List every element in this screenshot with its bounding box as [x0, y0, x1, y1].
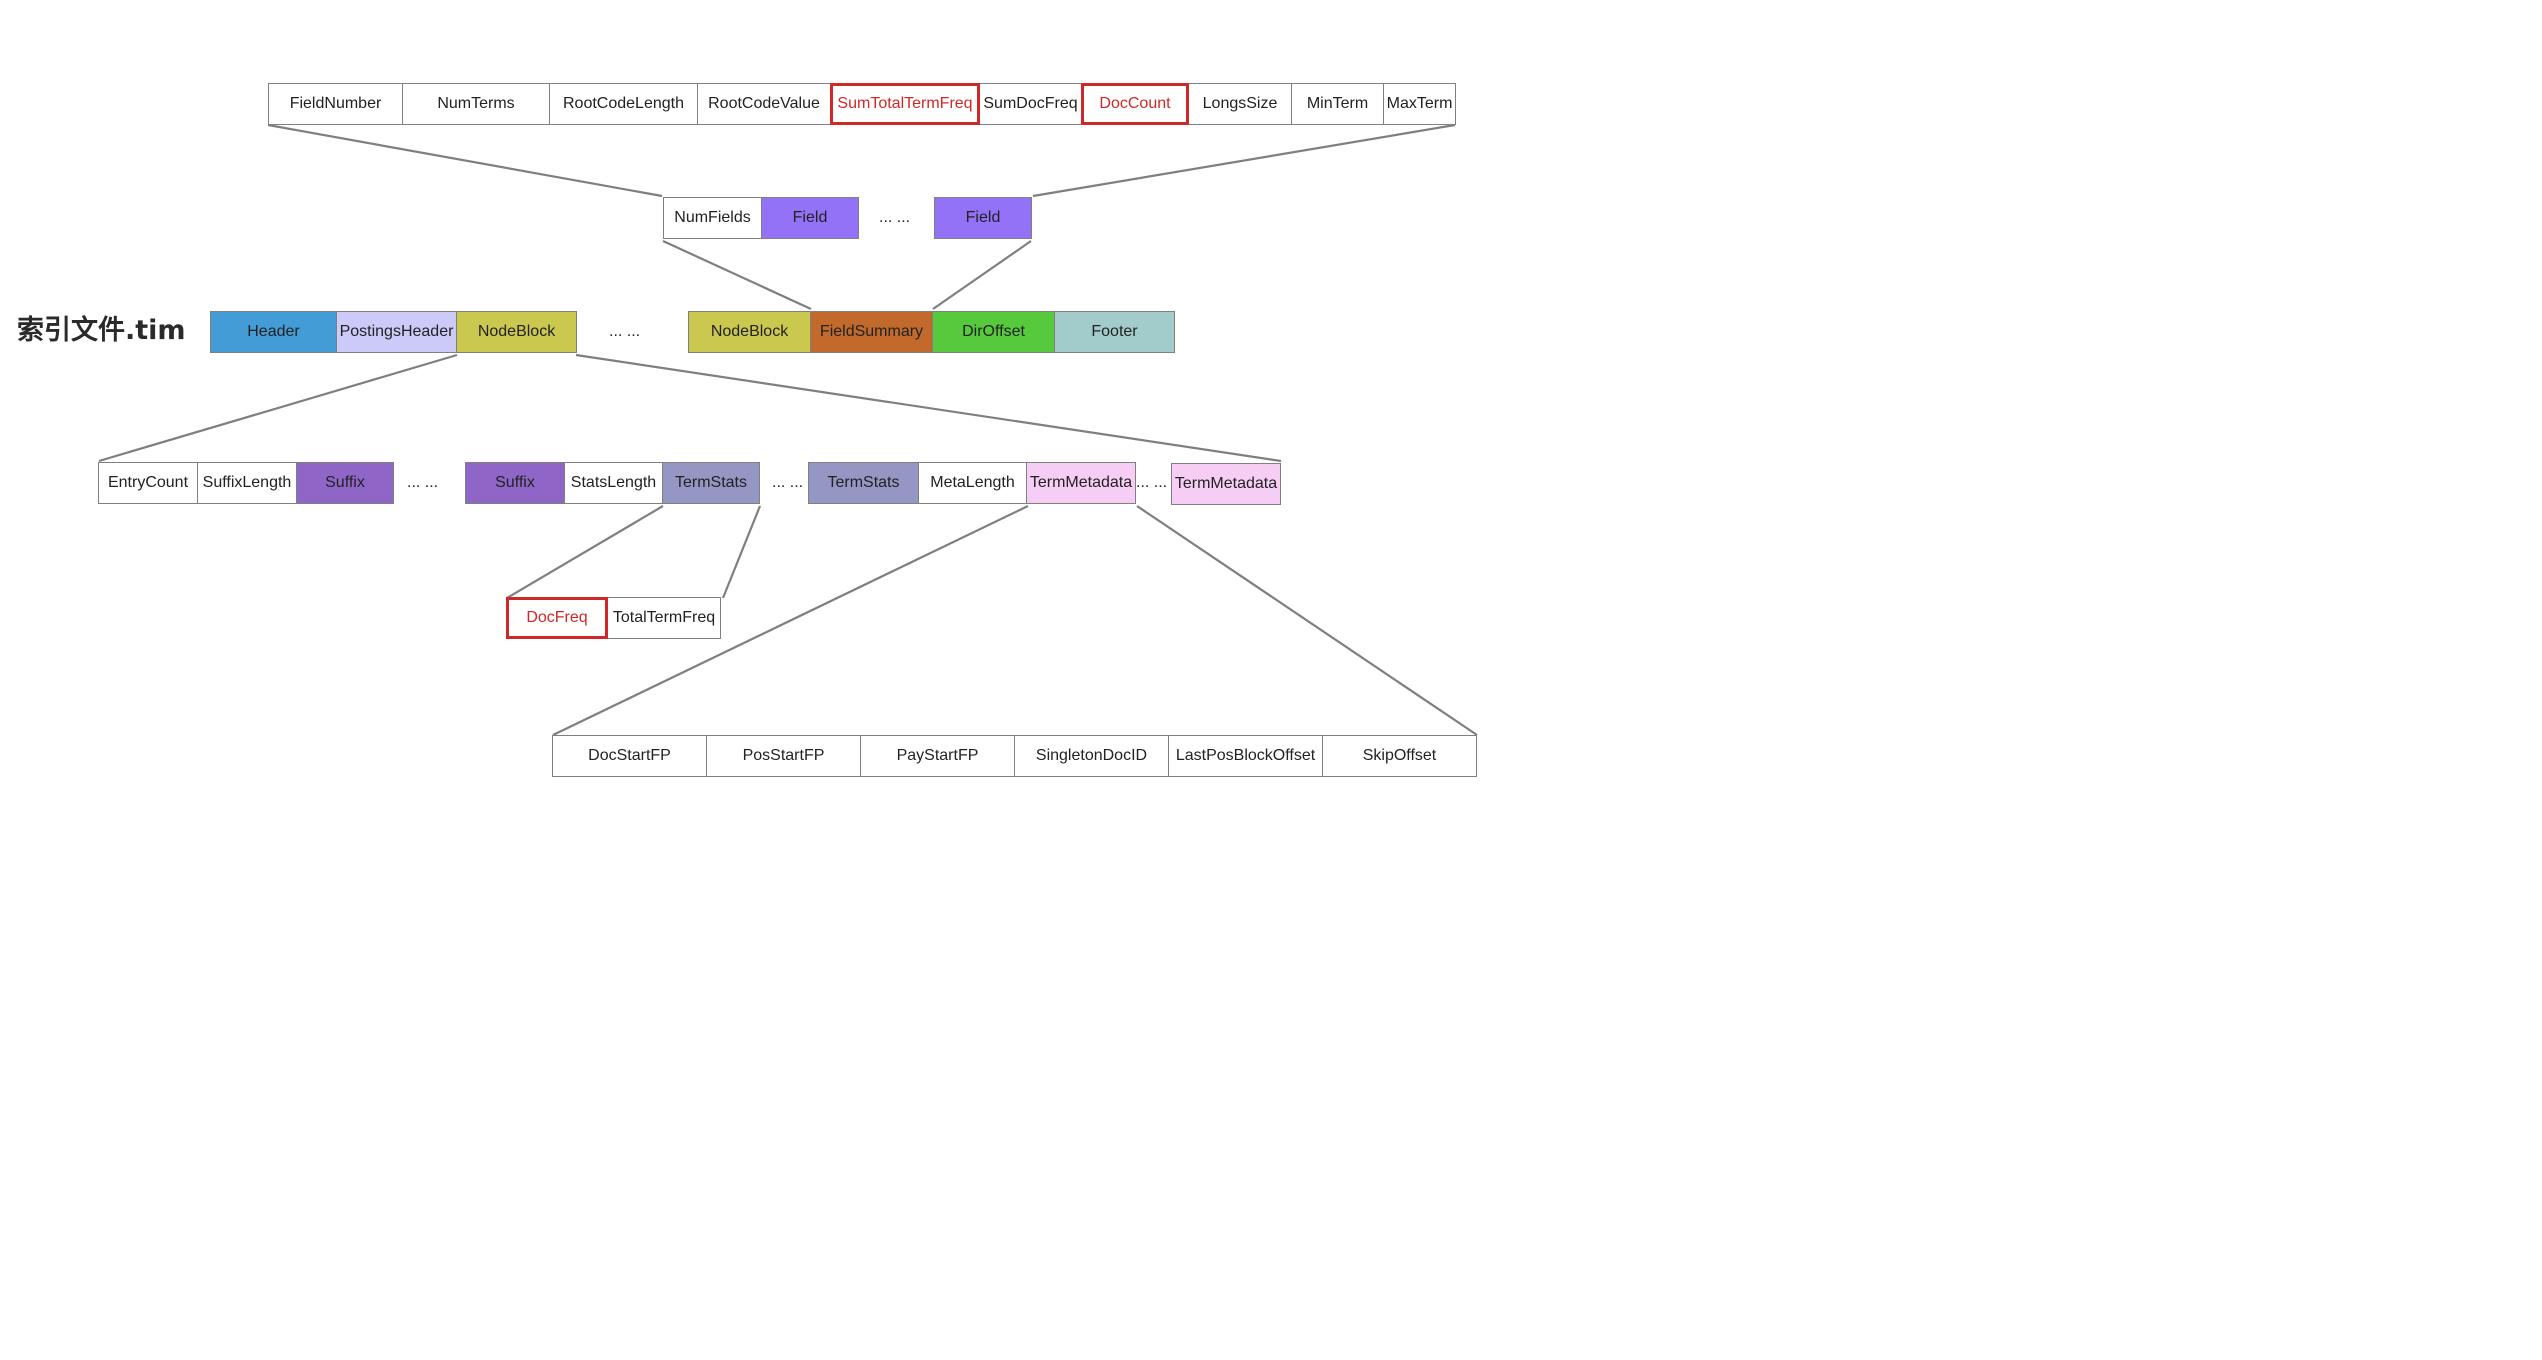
num-fields-cell: NumFields	[663, 197, 762, 239]
connector-lines	[98, 123, 1478, 736]
doc-count-cell: DocCount	[1081, 83, 1189, 125]
term-metadata-cell: TermMetadata	[1171, 463, 1281, 505]
entry-count-cell: EntryCount	[98, 462, 198, 504]
doc-freq-cell: DocFreq	[506, 597, 608, 639]
field-cell: Field	[761, 197, 859, 239]
connector-line	[267, 123, 663, 198]
node-block-detail-row-mid: Suffix StatsLength TermStats	[465, 462, 760, 504]
connector-line	[552, 505, 1029, 736]
skip-offset-cell: SkipOffset	[1322, 735, 1477, 777]
pay-start-fp-cell: PayStartFP	[860, 735, 1015, 777]
connector-line	[662, 240, 812, 310]
term-metadata-detail-row: DocStartFP PosStartFP PayStartFP Singlet…	[552, 735, 1477, 777]
suffix-length-cell: SuffixLength	[197, 462, 297, 504]
field-summary-detail-row: FieldNumber NumTerms RootCodeLength Root…	[268, 83, 1456, 125]
ellipsis: ... ...	[772, 474, 804, 491]
max-term-cell: MaxTerm	[1383, 83, 1456, 125]
meta-length-cell: MetaLength	[918, 462, 1027, 504]
field-number-cell: FieldNumber	[268, 83, 403, 125]
file-label: 索引文件.tim	[17, 315, 186, 346]
header-cell: Header	[210, 311, 337, 353]
suffix-cell: Suffix	[465, 462, 565, 504]
doc-start-fp-cell: DocStartFP	[552, 735, 707, 777]
node-block-cell: NodeBlock	[688, 311, 811, 353]
tim-file-row: Header PostingsHeader NodeBlock	[210, 311, 577, 353]
ellipsis: ... ...	[407, 474, 439, 491]
ellipsis: ... ...	[879, 209, 911, 226]
min-term-cell: MinTerm	[1291, 83, 1384, 125]
connector-line	[1136, 505, 1478, 736]
total-term-freq-cell: TotalTermFreq	[607, 597, 721, 639]
node-block-detail-row-tail: TermStats MetaLength TermMetadata	[808, 462, 1136, 504]
dir-offset-cell: DirOffset	[932, 311, 1055, 353]
tim-file-structure-diagram: FieldNumber NumTerms RootCodeLength Root…	[0, 0, 1552, 826]
field-summary-cell: FieldSummary	[810, 311, 933, 353]
term-metadata-cell: TermMetadata	[1026, 462, 1136, 504]
root-code-length-cell: RootCodeLength	[549, 83, 698, 125]
connector-line	[506, 505, 664, 599]
ellipsis: ... ...	[609, 323, 641, 340]
root-code-value-cell: RootCodeValue	[697, 83, 831, 125]
last-pos-block-offset-cell: LastPosBlockOffset	[1168, 735, 1323, 777]
node-block-detail-row: EntryCount SuffixLength Suffix	[98, 462, 394, 504]
connector-line	[575, 353, 1282, 463]
suffix-cell: Suffix	[296, 462, 394, 504]
footer-cell: Footer	[1054, 311, 1175, 353]
singleton-doc-id-cell: SingletonDocID	[1014, 735, 1169, 777]
connector-line	[932, 240, 1032, 310]
pos-start-fp-cell: PosStartFP	[706, 735, 861, 777]
connector-line	[721, 505, 762, 599]
term-stats-cell: TermStats	[662, 462, 760, 504]
connector-line	[98, 353, 458, 463]
sum-doc-freq-cell: SumDocFreq	[979, 83, 1082, 125]
tim-file-row-tail: NodeBlock FieldSummary DirOffset Footer	[688, 311, 1175, 353]
stats-length-cell: StatsLength	[564, 462, 663, 504]
term-stats-detail-row: DocFreq TotalTermFreq	[506, 597, 721, 639]
connector-line	[1032, 123, 1456, 198]
ellipsis: ... ...	[1136, 474, 1168, 491]
postings-header-cell: PostingsHeader	[336, 311, 457, 353]
num-terms-cell: NumTerms	[402, 83, 550, 125]
field-summary-row: NumFields Field	[663, 197, 859, 239]
field-cell: Field	[934, 197, 1032, 239]
term-stats-cell: TermStats	[808, 462, 919, 504]
field-summary-row-tail: Field	[934, 197, 1032, 239]
longs-size-cell: LongsSize	[1188, 83, 1292, 125]
term-metadata-tail: TermMetadata	[1171, 463, 1281, 505]
sum-total-term-freq-cell: SumTotalTermFreq	[830, 83, 980, 125]
node-block-cell: NodeBlock	[456, 311, 577, 353]
